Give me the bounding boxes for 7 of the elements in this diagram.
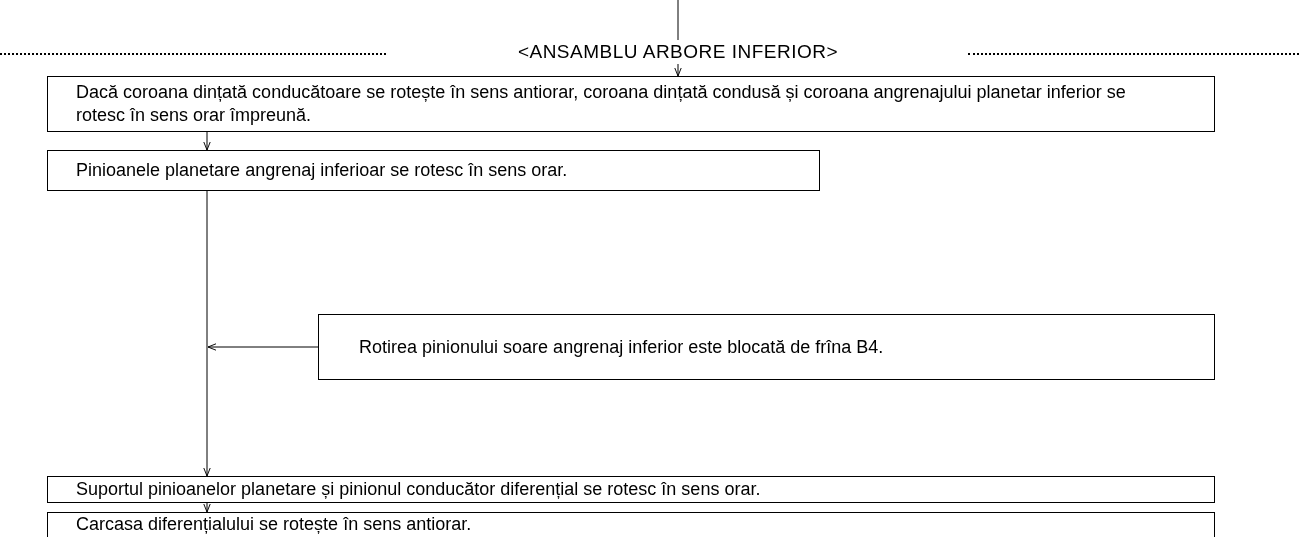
process-box: Carcasa diferențialului se rotește în sens antiorar.: [47, 512, 1215, 537]
process-box: Pinioanele planetare angrenaj inferioar se rotesc în sens orar.: [47, 150, 820, 191]
process-box: Rotirea pinionului soare angrenaj inferior este blocată de frîna B4.: [318, 314, 1215, 380]
process-box: Suportul pinioanelor planetare și pinionul conducător diferențial se rotesc în sens orar.: [47, 476, 1215, 503]
connector-line: [677, 0, 679, 41]
process-box: Dacă coroana dințată conducătoare se rotește în sens antiorar, coroana dințată condusă și coroana angrenajului planetar inferior se rotesc în sens orar împreună.: [47, 76, 1215, 132]
section-heading: <ANSAMBLU ARBORE INFERIOR>: [392, 40, 964, 64]
